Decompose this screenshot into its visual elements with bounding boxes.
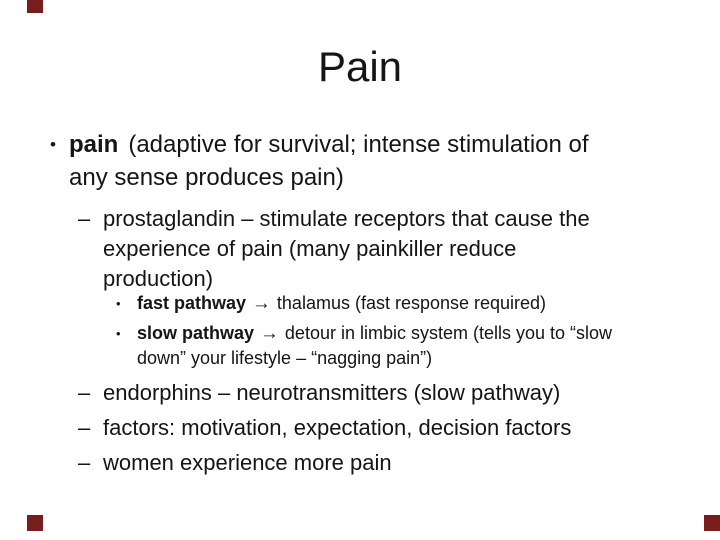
bullet-pain-line1: pain (adaptive for survival; intense stim…	[69, 128, 589, 161]
bullet-marker-dash: –	[78, 415, 91, 440]
fast-pathway-bold-term: fast pathway	[137, 293, 247, 313]
right-arrow-icon: →	[252, 293, 271, 314]
bullet-marker-dash: –	[78, 206, 91, 231]
bullet-marker-dot: •	[50, 135, 56, 154]
corner-accent-square-bottom-right	[704, 515, 720, 531]
bullet-pain-lines: pain (adaptive for survival; intense stim…	[69, 128, 589, 194]
bullet-fast-pathway-line1: fast pathway→thalamus (fast response req…	[137, 291, 546, 316]
bullet-marker-dash: –	[78, 380, 91, 405]
bullet-factors-line1: factors: motivation, expectation, decisi…	[103, 415, 572, 440]
bullet-slow-pathway-line1: slow pathway→detour in limbic system (te…	[137, 321, 612, 346]
bullet-prostaglandin-line3: production)	[103, 266, 214, 291]
bullet-endorphins-lines: endorphins – neurotransmitters (slow pat…	[103, 378, 560, 408]
bullet-fast-pathway-lines: fast pathway→thalamus (fast response req…	[137, 291, 546, 316]
bullet-pain: • pain (adaptive for survival; intense st…	[50, 128, 589, 194]
bullet-pain-bold-term: pain	[69, 131, 119, 158]
bullet-slow-pathway-lines: slow pathway→detour in limbic system (te…	[137, 321, 612, 371]
slow-pathway-bold-term: slow pathway	[137, 323, 255, 343]
bullet-pain-line1-rest: (adaptive for survival; intense stimulat…	[128, 131, 589, 158]
bullet-prostaglandin-line2: experience of pain (many painkiller redu…	[103, 236, 517, 261]
bullet-pain-line2: any sense produces pain)	[69, 164, 344, 191]
slow-pathway-line1-rest: detour in limbic system (tells you to “s…	[284, 323, 613, 343]
bullet-prostaglandin: – prostaglandin – stimulate receptors th…	[78, 204, 590, 294]
bullet-women-line1: women experience more pain	[103, 450, 392, 475]
bullet-fast-pathway: • fast pathway→thalamus (fast response r…	[116, 291, 546, 316]
bullet-endorphins: – endorphins – neurotransmitters (slow p…	[78, 378, 560, 408]
bullet-marker-dash: –	[78, 450, 91, 475]
bullet-prostaglandin-line1: prostaglandin – stimulate receptors that…	[103, 206, 590, 231]
bullet-marker-dot: •	[116, 296, 121, 311]
slide-title: Pain	[317, 43, 403, 90]
bullet-endorphins-line1: endorphins – neurotransmitters (slow pat…	[103, 380, 561, 405]
bullet-factors-lines: factors: motivation, expectation, decisi…	[103, 413, 571, 443]
bullet-slow-pathway: • slow pathway→detour in limbic system (…	[116, 321, 612, 371]
bullet-marker-dot: •	[116, 326, 121, 341]
bullet-women-lines: women experience more pain	[103, 448, 392, 478]
corner-accent-square-top-left	[27, 0, 43, 13]
bullet-prostaglandin-lines: prostaglandin – stimulate receptors that…	[103, 204, 590, 294]
bullet-factors: – factors: motivation, expectation, deci…	[78, 413, 571, 443]
right-arrow-icon: →	[260, 323, 279, 344]
bullet-slow-pathway-line2: down” your lifestyle – “nagging pain”)	[137, 348, 433, 368]
fast-pathway-rest: thalamus (fast response required)	[276, 293, 547, 313]
bullet-women: – women experience more pain	[78, 448, 392, 478]
corner-accent-square-bottom-left	[27, 515, 43, 531]
